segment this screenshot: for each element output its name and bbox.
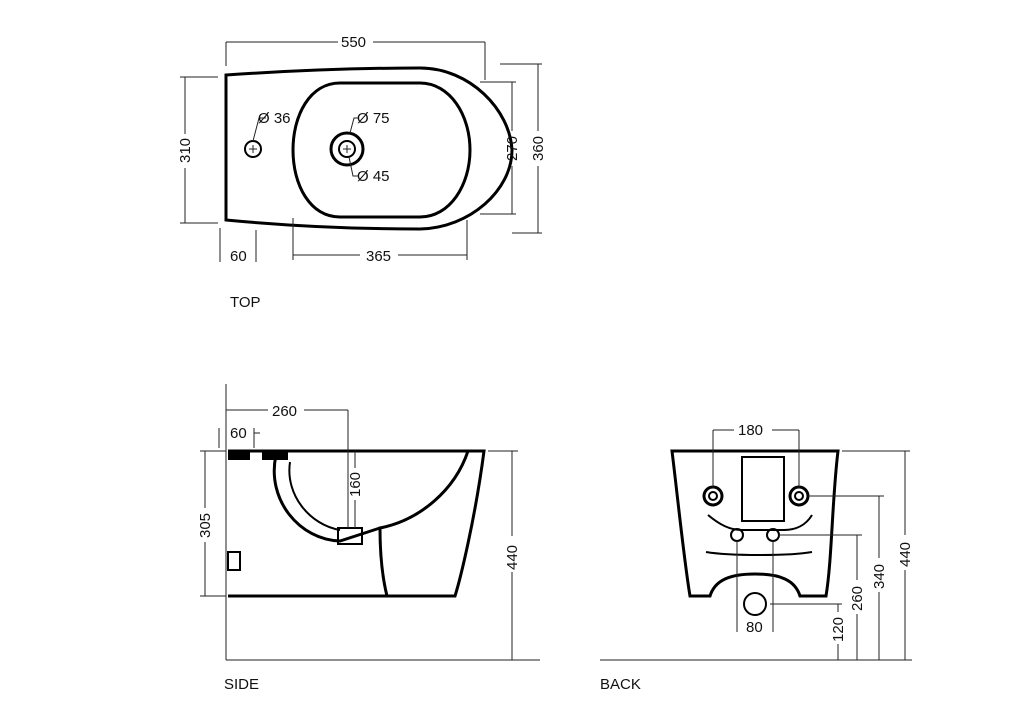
side-view: 260 60 305 160 440 SIDE bbox=[197, 384, 540, 693]
dim-back-bolt-spacing: 180 bbox=[738, 422, 763, 439]
back-view: 180 80 120 260 340 440 BACK bbox=[600, 422, 914, 693]
dim-side-wall-offset: 60 bbox=[230, 425, 247, 442]
dim-side-bowl-reach: 260 bbox=[272, 403, 297, 420]
back-bolt-right-inner bbox=[794, 491, 804, 501]
outlet-inner-circle bbox=[338, 140, 356, 158]
view-label-side: SIDE bbox=[224, 676, 259, 693]
dim-outlet-inner: Ø 45 bbox=[357, 168, 390, 185]
dim-top-wall-offset: 60 bbox=[230, 248, 247, 265]
dim-top-bowl-length: 365 bbox=[366, 248, 391, 265]
dim-top-depth-inner: 270 bbox=[504, 136, 521, 161]
dim-top-depth-outer: 360 bbox=[530, 136, 547, 161]
back-body-outline bbox=[670, 449, 840, 598]
dim-back-inlet-height: 260 bbox=[849, 586, 866, 611]
back-bolt-left-inner bbox=[708, 491, 718, 501]
side-outlet bbox=[337, 527, 363, 545]
top-view: 550 310 270 360 Ø 36 Ø 75 Ø 45 60 bbox=[177, 34, 547, 311]
outlet-outer-circle bbox=[329, 131, 365, 167]
back-inlet-left bbox=[730, 528, 744, 542]
back-inlet-channel bbox=[741, 456, 785, 522]
back-drain bbox=[743, 592, 767, 616]
back-inner-lower bbox=[705, 551, 813, 556]
back-bolt-left bbox=[702, 485, 724, 507]
side-bowl-inner-2 bbox=[288, 461, 341, 531]
dim-top-side-height: 310 bbox=[177, 138, 194, 163]
dim-top-overall-length: 550 bbox=[341, 34, 366, 51]
dim-outlet-outer: Ø 75 bbox=[357, 110, 390, 127]
side-tap-block-2 bbox=[262, 452, 288, 460]
side-bowl-inner bbox=[272, 454, 381, 543]
dim-tap-hole: Ø 36 bbox=[258, 110, 291, 127]
side-tap-block bbox=[228, 452, 250, 460]
view-label-back: BACK bbox=[600, 676, 641, 693]
view-label-top: TOP bbox=[230, 294, 261, 311]
side-front-curve bbox=[378, 450, 470, 597]
dim-back-bolt-height: 340 bbox=[871, 564, 888, 589]
dim-side-body-height: 305 bbox=[197, 513, 214, 538]
top-bowl-outline bbox=[291, 81, 472, 219]
back-bolt-right bbox=[788, 485, 810, 507]
dim-back-total-height: 440 bbox=[897, 542, 914, 567]
side-body-outline bbox=[228, 449, 486, 598]
side-wall-fixing bbox=[227, 551, 241, 571]
dim-side-total-height: 440 bbox=[504, 545, 521, 570]
top-body-outline bbox=[224, 66, 514, 231]
back-inner-shape bbox=[707, 514, 813, 531]
dim-back-drain-height: 120 bbox=[830, 617, 847, 642]
dim-back-drain-width: 80 bbox=[746, 619, 763, 636]
dim-side-bowl-depth: 160 bbox=[347, 472, 364, 497]
